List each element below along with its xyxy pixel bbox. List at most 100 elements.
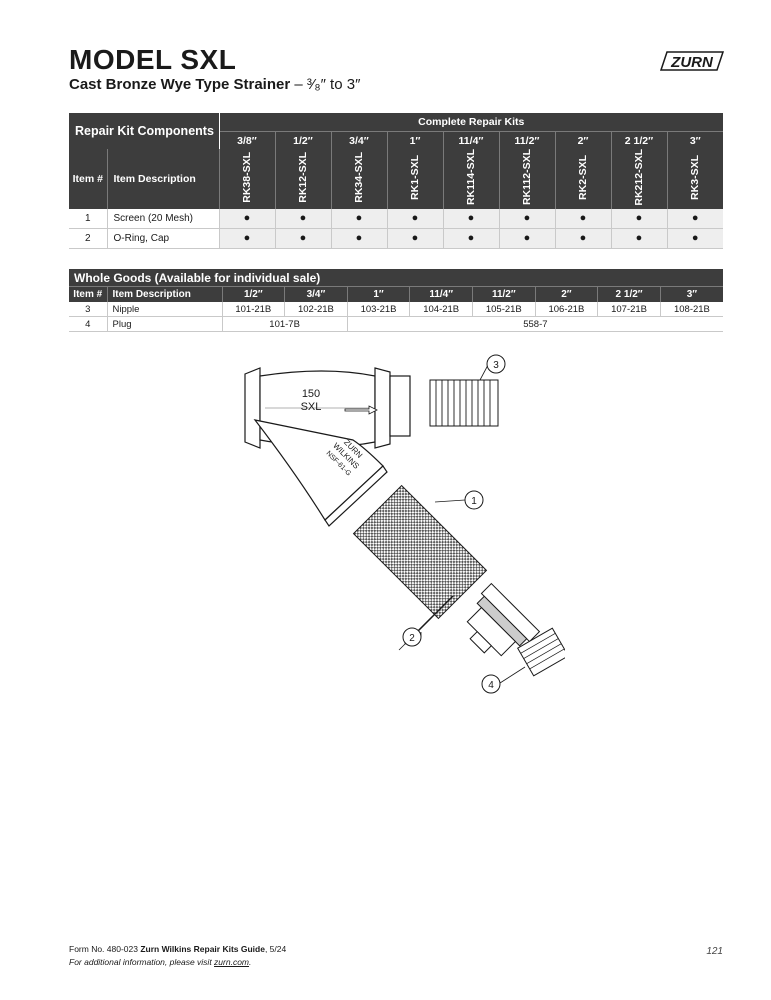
- part-number: 558-7: [346, 316, 723, 332]
- form-prefix: Form No. 480-023: [69, 944, 141, 954]
- included-marker: ●: [386, 208, 443, 229]
- size-header: 3″: [666, 131, 723, 149]
- cap-part: [466, 582, 541, 657]
- complete-repair-kits-label: Complete Repair Kits: [219, 113, 723, 132]
- item-number: 2: [69, 228, 108, 249]
- included-marker: ●: [666, 208, 723, 229]
- kit-number-header: RK212-SXL: [610, 149, 667, 209]
- footer-info-end: .: [249, 957, 252, 967]
- guide-title: Zurn Wilkins Repair Kits Guide: [140, 944, 265, 954]
- included-marker: ●: [330, 228, 387, 249]
- callout-4: 4: [481, 666, 526, 694]
- logo-text: ZURN: [670, 54, 714, 71]
- kit-number-header: RK114-SXL: [442, 149, 499, 209]
- callout-2: 2: [402, 627, 422, 647]
- callout-number: 3: [493, 360, 499, 371]
- size-header: 1″: [346, 286, 410, 302]
- body-model-text: SXL: [301, 401, 322, 413]
- whole-goods-caption: Whole Goods (Available for individual sa…: [69, 269, 723, 287]
- item-description: Screen (20 Mesh): [107, 208, 219, 229]
- size-header: 3/4″: [284, 286, 348, 302]
- table-row: 1 Screen (20 Mesh) ● ● ● ● ● ● ● ● ●: [69, 208, 723, 229]
- included-marker: ●: [442, 228, 499, 249]
- part-number: 102-21B: [284, 302, 348, 317]
- size-header: 1/2″: [221, 286, 285, 302]
- strainer-body: [244, 367, 411, 527]
- part-number: 105-21B: [472, 302, 536, 317]
- included-marker: ●: [498, 208, 555, 229]
- included-marker: ●: [330, 208, 387, 229]
- kit-number: RK112-SXL: [521, 149, 533, 206]
- wg-header-row: Item # Item Description 1/2″ 3/4″ 1″ 11/…: [69, 286, 723, 302]
- kit-number: RK114-SXL: [465, 149, 477, 206]
- item-description: Plug: [106, 316, 222, 332]
- item-description-header: Item Description: [107, 149, 219, 209]
- item-number: 3: [69, 302, 107, 317]
- kit-number-header: RK34-SXL: [330, 149, 387, 209]
- part-number: 106-21B: [534, 302, 598, 317]
- size-header: 1″: [386, 131, 443, 149]
- form-date: , 5/24: [264, 944, 287, 954]
- included-marker: ●: [554, 208, 611, 229]
- rk-header-row-1: Repair Kit Components Complete Repair Ki…: [69, 113, 723, 149]
- wg-caption-row: Whole Goods (Available for individual sa…: [69, 269, 723, 287]
- zurn-logo: ZURN: [659, 51, 725, 71]
- body-rating-text: 150: [302, 388, 320, 400]
- zurn-website-link[interactable]: zurn.com: [214, 957, 250, 967]
- size-header: 2″: [554, 131, 611, 149]
- flow-arrow-icon: [344, 405, 378, 415]
- kit-number-header: RK12-SXL: [274, 149, 331, 209]
- callout-1: 1: [434, 490, 484, 510]
- screen-part: [352, 484, 488, 620]
- kit-number: RK1-SXL: [409, 154, 421, 200]
- included-marker: ●: [610, 228, 667, 249]
- rk-size-row: 3/8″ 1/2″ 3/4″ 1″ 11/4″ 11/2″ 2″ 2 1/2″ …: [69, 131, 723, 149]
- included-marker: ●: [498, 228, 555, 249]
- subtitle-bold: Cast Bronze Wye Type Strainer: [69, 76, 291, 93]
- item-number-header: Item #: [69, 149, 108, 209]
- rk-kit-row: Item # Item Description RK38-SXL RK12-SX…: [69, 149, 723, 209]
- included-marker: ●: [610, 208, 667, 229]
- callout-number: 1: [471, 496, 477, 507]
- kit-number-header: RK1-SXL: [386, 149, 443, 209]
- kit-number: RK34-SXL: [353, 151, 365, 203]
- callout-3: 3: [479, 354, 506, 381]
- table-row: 2 O-Ring, Cap ● ● ● ● ● ● ● ● ●: [69, 228, 723, 249]
- size-header: 11/2″: [498, 131, 555, 149]
- subtitle-size-range: – ³⁄₈″ to 3″: [290, 76, 361, 93]
- size-header: 2 1/2″: [597, 286, 661, 302]
- kit-number-header: RK2-SXL: [554, 149, 611, 209]
- part-number: 107-21B: [597, 302, 661, 317]
- kit-number: RK2-SXL: [577, 154, 589, 200]
- size-header: 1/2″: [274, 131, 331, 149]
- item-number: 4: [69, 316, 107, 332]
- item-description: Nipple: [106, 302, 222, 317]
- repair-kit-components-label: Repair Kit Components: [69, 113, 220, 149]
- kit-number-header: RK112-SXL: [498, 149, 555, 209]
- part-number: 101-7B: [221, 316, 348, 332]
- included-marker: ●: [218, 228, 275, 249]
- part-number: 103-21B: [346, 302, 410, 317]
- callout-number: 2: [409, 633, 415, 644]
- footer-info: For additional information, please visit…: [69, 957, 251, 967]
- item-description-header: Item Description: [106, 286, 222, 302]
- repair-kit-table: Repair Kit Components Complete Repair Ki…: [69, 113, 723, 249]
- footer-info-text: For additional information, please visit: [69, 957, 215, 967]
- form-number: Form No. 480-023 Zurn Wilkins Repair Kit…: [69, 944, 286, 954]
- included-marker: ●: [218, 208, 275, 229]
- callout-number: 4: [488, 680, 494, 691]
- kit-number: RK12-SXL: [297, 151, 309, 203]
- included-marker: ●: [274, 228, 331, 249]
- kit-number-header: RK3-SXL: [666, 149, 723, 209]
- size-header: 11/4″: [442, 131, 499, 149]
- kit-number: RK38-SXL: [241, 151, 253, 203]
- kit-number: RK3-SXL: [689, 154, 702, 200]
- included-marker: ●: [442, 208, 499, 229]
- included-marker: ●: [666, 228, 723, 249]
- included-marker: ●: [386, 228, 443, 249]
- nipple-part: [429, 379, 499, 427]
- kit-number-header: RK38-SXL: [218, 149, 275, 209]
- size-header: 3/4″: [330, 131, 387, 149]
- part-number: 101-21B: [221, 302, 285, 317]
- size-header: 2″: [534, 286, 598, 302]
